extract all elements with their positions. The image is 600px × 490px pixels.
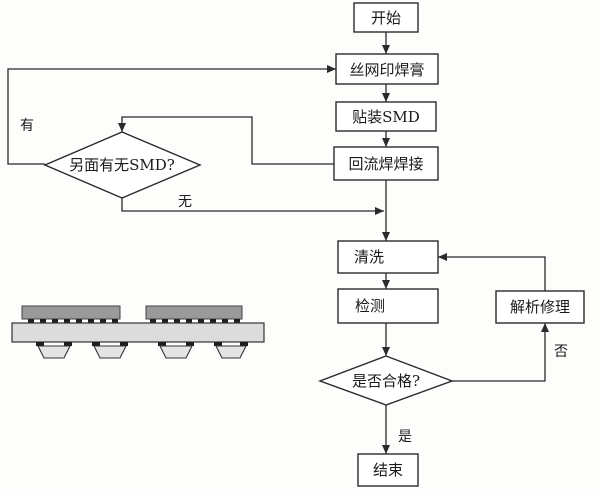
edge-label-pass: 是 [398,429,412,445]
box-repair: 解析修理 [495,290,585,324]
arrow-decision-no [121,198,384,215]
bottom-components [36,342,248,359]
decision-qualified-label: 是否合格? [352,372,420,390]
box-print-paste-label: 丝网印焊膏 [349,61,424,79]
arrow-repair-to-clean [438,253,546,291]
arrow-decision-yes-to-print [7,65,336,165]
box-start: 开始 [353,2,419,33]
edge-label-no: 无 [178,194,192,210]
box-place-smd-label: 贴装SMD [352,108,420,126]
decision-qualified: 是否合格? [317,355,455,406]
box-reflow-label: 回流焊焊接 [348,155,423,173]
arrow-decision-to-repair [452,323,549,382]
box-print-paste: 丝网印焊膏 [335,53,439,85]
top-solder-pads [28,319,240,323]
box-inspect-label: 检测 [355,297,385,315]
edge-label-fail: 否 [554,344,568,360]
decision-other-side-smd-label: 另面有无SMD? [69,156,175,174]
box-reflow: 回流焊焊接 [333,146,439,181]
box-end-label: 结束 [373,461,403,479]
box-end: 结束 [357,453,419,487]
pcb-cross-section-illustration [11,305,265,359]
box-inspect: 检测 [337,288,439,324]
arrow-reflow-to-decision [118,116,334,165]
pcb-board [11,322,265,343]
box-repair-label: 解析修理 [510,298,570,316]
top-chip-left [21,305,121,320]
box-clean: 清洗 [337,240,439,274]
box-clean-label: 清洗 [354,248,384,266]
box-start-label: 开始 [371,9,401,27]
decision-other-side-smd: 另面有无SMD? [43,131,202,199]
box-place-smd: 贴装SMD [335,101,437,132]
edge-label-yes: 有 [20,118,34,134]
top-chip-right [145,305,243,320]
